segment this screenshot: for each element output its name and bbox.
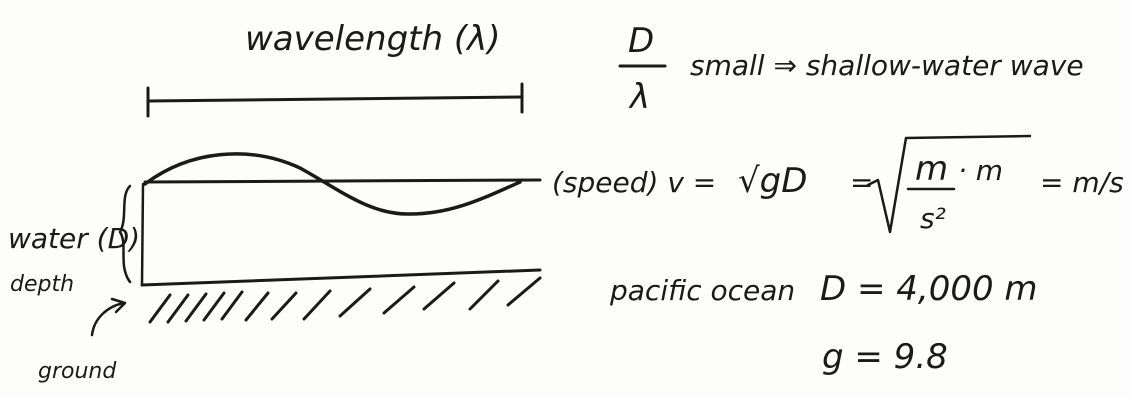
ground-label: ground (38, 359, 117, 384)
units-denominator: s² (920, 202, 946, 235)
speed-prefix: (speed) v = (552, 166, 716, 199)
units-times-m: · m (958, 154, 1003, 187)
ratio-denominator: λ (628, 77, 650, 117)
speed-formula: √gD (738, 161, 807, 201)
units-numerator: m (915, 149, 948, 189)
depth-left-edge (140, 182, 145, 287)
depth-label: depth (10, 272, 74, 297)
ratio-numerator: D (628, 21, 654, 61)
ratio-statement: small ⇒ shallow-water wave (690, 49, 1084, 82)
still-water-line (143, 178, 542, 184)
wavelength-label: wavelength (λ) (245, 19, 501, 59)
units-result: = m/s (1040, 166, 1124, 199)
wave-curve (143, 152, 522, 216)
ground-arrow (90, 301, 126, 337)
g-value: g = 9.8 (822, 337, 948, 377)
depth-brace (118, 184, 132, 284)
seafloor-line (140, 268, 542, 287)
water-depth-label: water (D) (8, 222, 140, 255)
ocean-label: pacific ocean (609, 274, 795, 307)
wavelength-bracket (146, 82, 524, 118)
ground-arrow-head (110, 297, 127, 314)
depth-value: D = 4,000 m (820, 269, 1038, 309)
units-equals: = (850, 166, 873, 199)
ground-hatching (148, 276, 542, 324)
units-radical (866, 134, 1032, 234)
